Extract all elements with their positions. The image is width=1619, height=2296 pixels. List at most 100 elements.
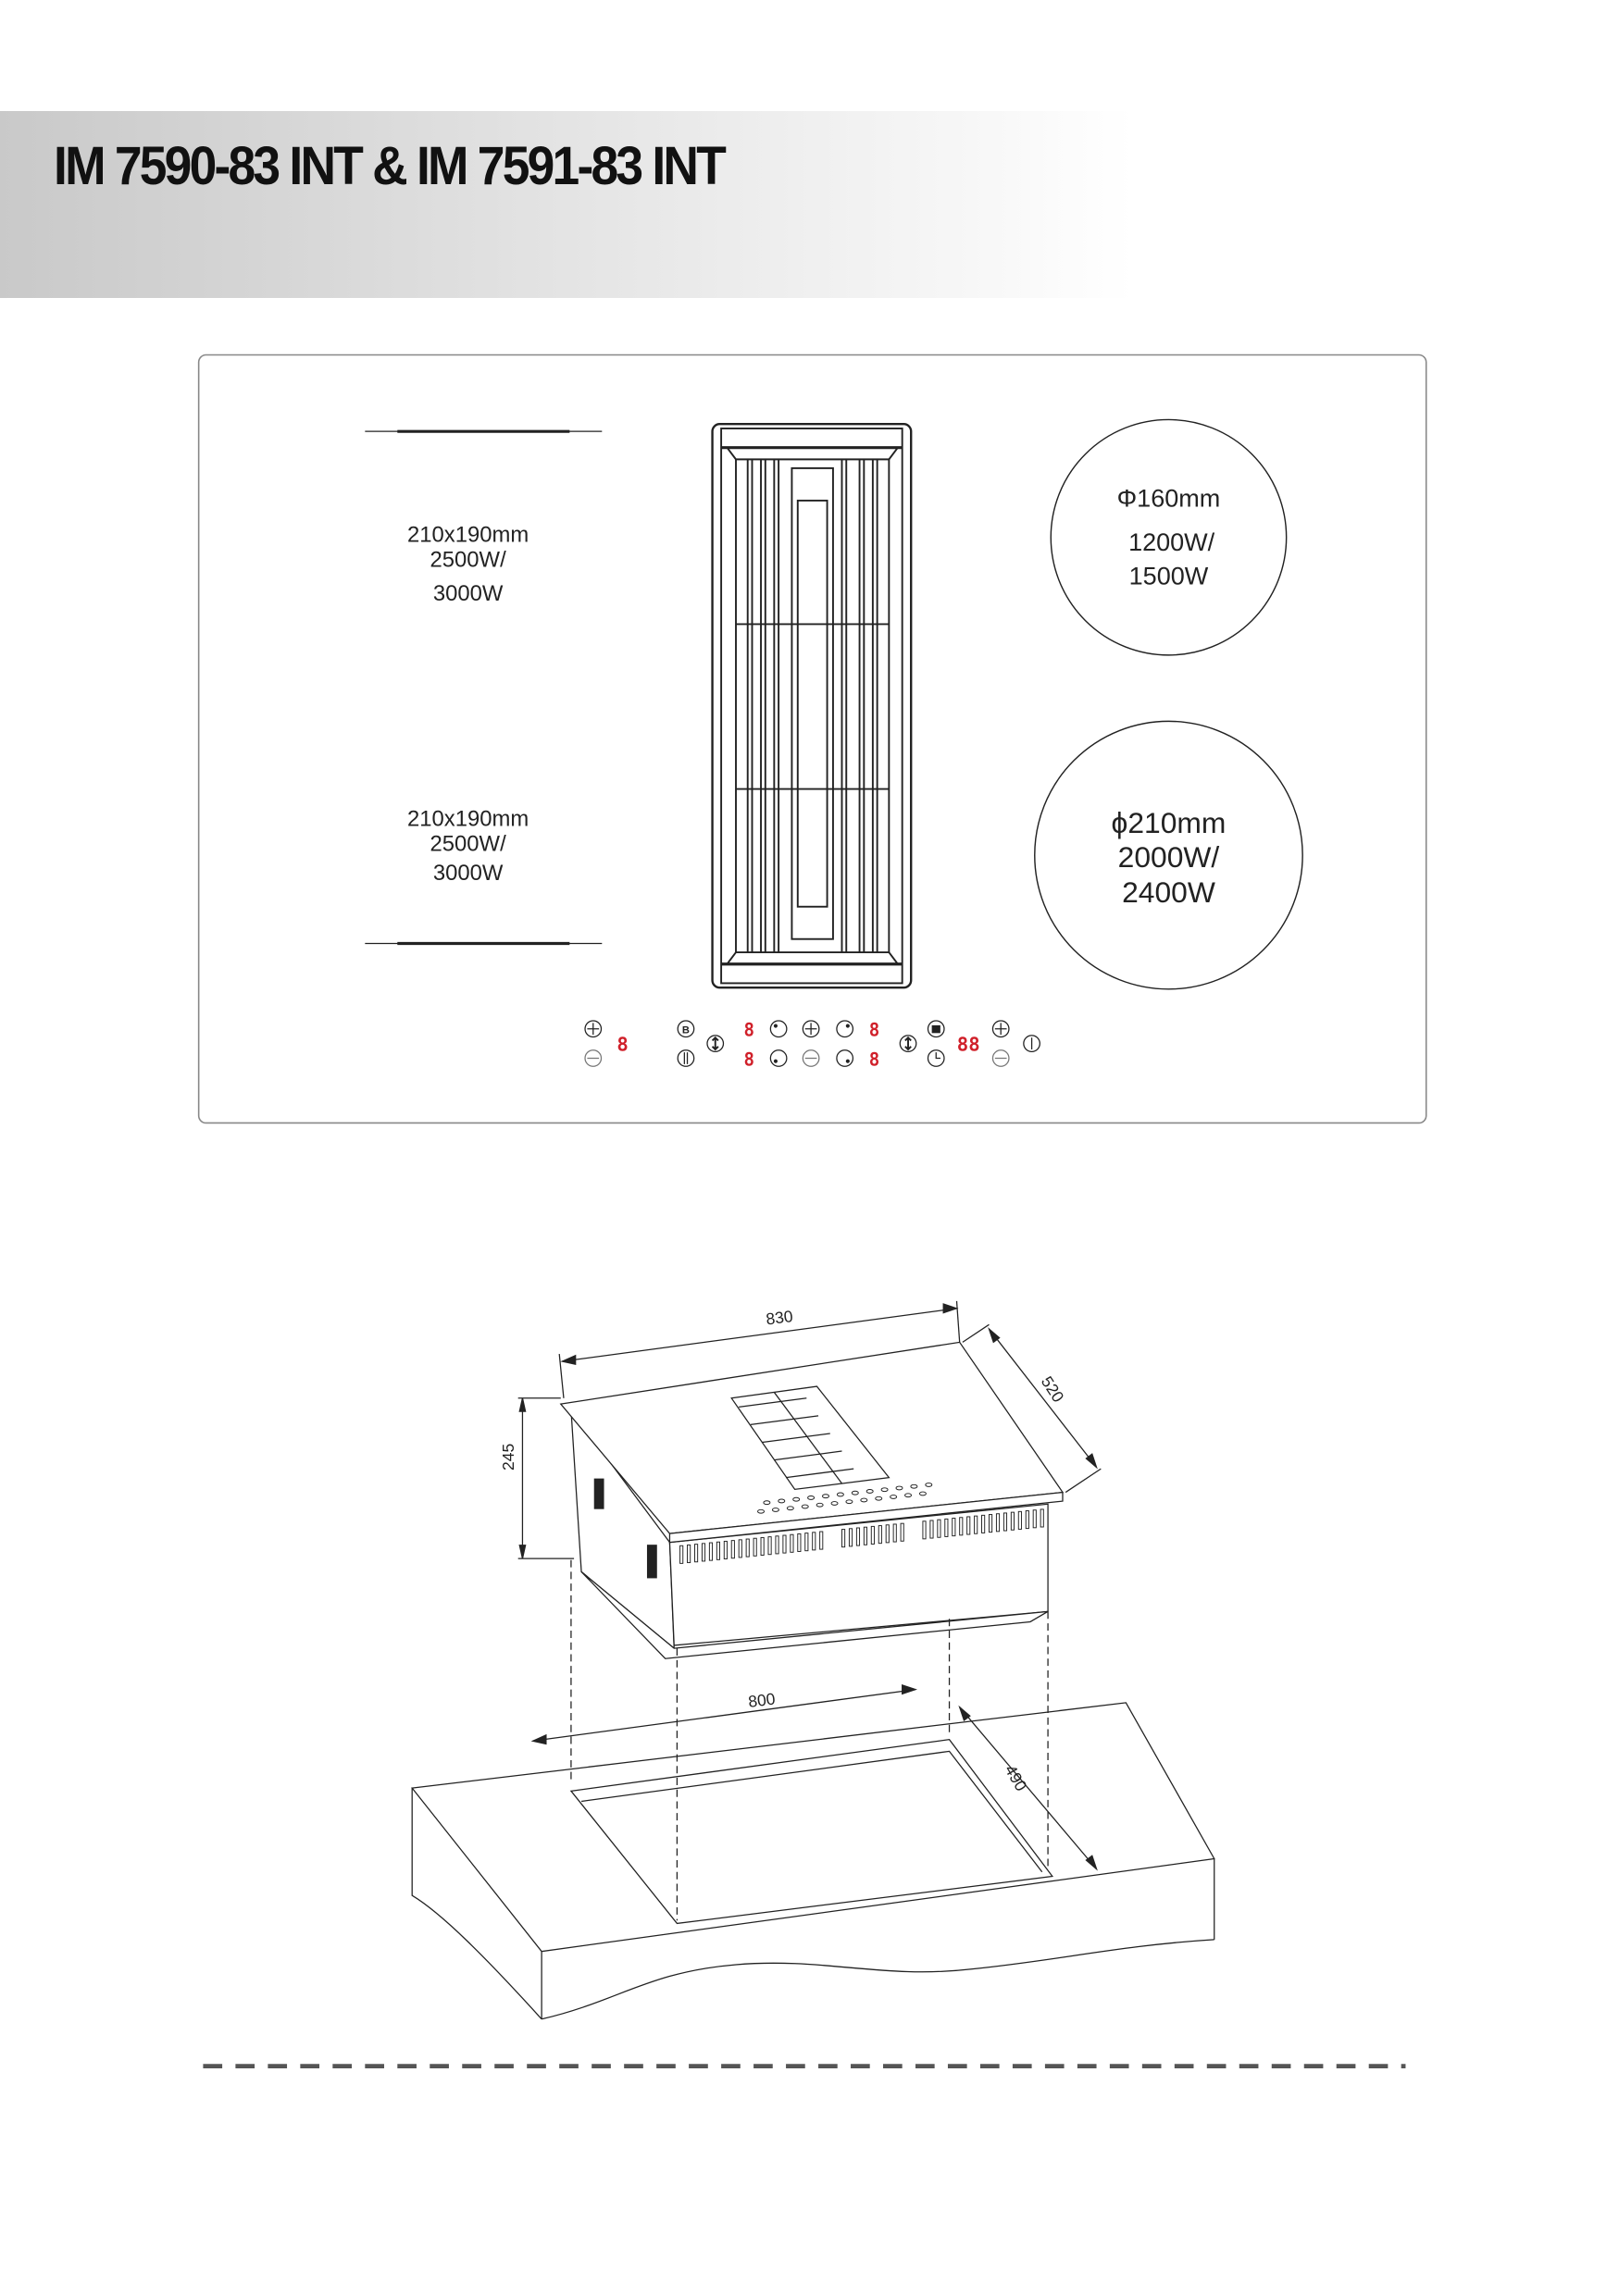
vent-slot xyxy=(694,1544,699,1563)
timer-icon[interactable] xyxy=(927,1049,945,1067)
control-dot xyxy=(830,1501,839,1506)
vent-slot xyxy=(863,1526,867,1545)
zone-select-bottom-icon[interactable] xyxy=(769,1049,788,1067)
vent-slot xyxy=(716,1541,720,1560)
vent-slot xyxy=(723,1540,728,1560)
updown-icon[interactable] xyxy=(706,1035,725,1052)
vent-slot xyxy=(922,1520,927,1540)
minus-icon[interactable] xyxy=(991,1049,1010,1067)
vent-slot xyxy=(687,1544,691,1564)
hob-outline xyxy=(197,354,1427,1124)
vent-slot xyxy=(767,1536,772,1556)
power-icon[interactable] xyxy=(1023,1035,1040,1052)
vent-slot xyxy=(775,1535,779,1555)
zone-select-top-icon[interactable] xyxy=(836,1020,854,1038)
vent-slot xyxy=(1010,1511,1015,1531)
control-dot xyxy=(910,1483,918,1489)
control-dot xyxy=(904,1493,913,1498)
control-dot xyxy=(845,1499,853,1505)
vent-slot xyxy=(974,1515,978,1534)
zone-power-boost: 3000W xyxy=(433,581,504,606)
control-dot xyxy=(890,1495,898,1499)
svg-text:800: 800 xyxy=(747,1689,777,1710)
level-display: 8 xyxy=(869,1021,880,1041)
vent-slot xyxy=(1017,1510,1022,1530)
vent-slot xyxy=(782,1534,787,1554)
minus-icon[interactable] xyxy=(584,1049,603,1067)
svg-text:245: 245 xyxy=(499,1444,517,1471)
zone-power: 2500W/ xyxy=(430,547,507,572)
vent-slot xyxy=(892,1523,897,1543)
lock-icon[interactable] xyxy=(927,1020,945,1038)
vent-slot xyxy=(730,1540,735,1559)
control-dot xyxy=(895,1485,903,1491)
zone-power: 2000W/ xyxy=(1118,840,1220,874)
plus-icon[interactable] xyxy=(584,1020,603,1038)
hob-top-view: 210x190mm 2500W/ 3000W 210x190mm 2500W/ … xyxy=(197,354,1427,1124)
svg-text:520: 520 xyxy=(1038,1372,1068,1406)
control-dot xyxy=(851,1490,859,1496)
page-title: IM 7590-83 INT & IM 7591-83 INT xyxy=(54,136,727,196)
vent-slot xyxy=(937,1519,941,1538)
plus-icon[interactable] xyxy=(991,1020,1010,1038)
dimension-width: 830 xyxy=(558,1300,961,1398)
dashed-projection-lines xyxy=(570,1559,1049,1921)
timer-display: 88 xyxy=(957,1034,980,1056)
minus-icon[interactable] xyxy=(802,1049,820,1067)
vent-slot xyxy=(790,1533,794,1553)
svg-text:490: 490 xyxy=(1002,1762,1031,1795)
control-dot xyxy=(786,1506,794,1511)
zone-power-boost: 3000W xyxy=(433,861,504,886)
vent-slot xyxy=(1032,1509,1037,1529)
control-dot xyxy=(763,1500,771,1506)
control-dot xyxy=(860,1497,868,1503)
control-dot xyxy=(801,1504,809,1509)
zone-size: 210x190mm xyxy=(407,806,529,831)
zone-left-top: 210x190mm 2500W/ 3000W xyxy=(365,429,603,606)
vent-slot xyxy=(900,1522,904,1542)
vent-slot xyxy=(738,1539,742,1558)
control-dot xyxy=(836,1492,844,1497)
pause-icon[interactable] xyxy=(677,1049,695,1067)
zone-power: 2500W/ xyxy=(430,831,507,856)
zone-size: 210x190mm xyxy=(407,522,529,547)
zone-diameter: ϕ210mm xyxy=(1112,806,1227,839)
control-panel: 8 B 8 8 8 8 88 xyxy=(584,1020,1040,1070)
vent-slot xyxy=(804,1533,809,1552)
control-dot xyxy=(822,1494,829,1499)
vent-slot xyxy=(959,1517,964,1536)
control-dot xyxy=(778,1498,786,1504)
svg-text:830: 830 xyxy=(765,1307,794,1328)
zone-select-top-icon[interactable] xyxy=(769,1020,788,1038)
control-dot xyxy=(792,1496,801,1502)
control-dot xyxy=(875,1496,883,1501)
vent-slot xyxy=(812,1532,816,1551)
hob-body xyxy=(559,1341,1065,1659)
vent-slot xyxy=(745,1538,750,1558)
vent-slot xyxy=(981,1514,986,1533)
vent-slot xyxy=(1040,1508,1044,1528)
zone-left-bottom: 210x190mm 2500W/ 3000W xyxy=(365,806,603,946)
boost-icon[interactable]: B xyxy=(677,1020,695,1038)
zone-power-boost: 2400W xyxy=(1122,875,1215,909)
control-dot xyxy=(880,1487,889,1493)
level-display: 8 xyxy=(869,1049,880,1070)
vent-slot xyxy=(870,1525,875,1545)
updown-icon[interactable] xyxy=(899,1035,917,1052)
control-dot xyxy=(918,1491,927,1496)
zone-power: 1200W/ xyxy=(1128,528,1215,556)
zone-select-bottom-icon[interactable] xyxy=(836,1049,854,1067)
plus-icon[interactable] xyxy=(802,1020,820,1038)
zone-diameter: Φ160mm xyxy=(1117,484,1221,512)
vent-slot xyxy=(929,1520,934,1539)
vent-slot xyxy=(944,1518,949,1537)
control-dot xyxy=(816,1502,824,1508)
vent-slot xyxy=(855,1527,861,1546)
vent-slot xyxy=(753,1537,757,1557)
svg-text:B: B xyxy=(682,1024,690,1036)
vent-slot xyxy=(1025,1510,1029,1530)
vent-slot xyxy=(885,1524,890,1544)
vent-slot xyxy=(797,1533,802,1552)
zone-power-boost: 1500W xyxy=(1129,563,1209,590)
